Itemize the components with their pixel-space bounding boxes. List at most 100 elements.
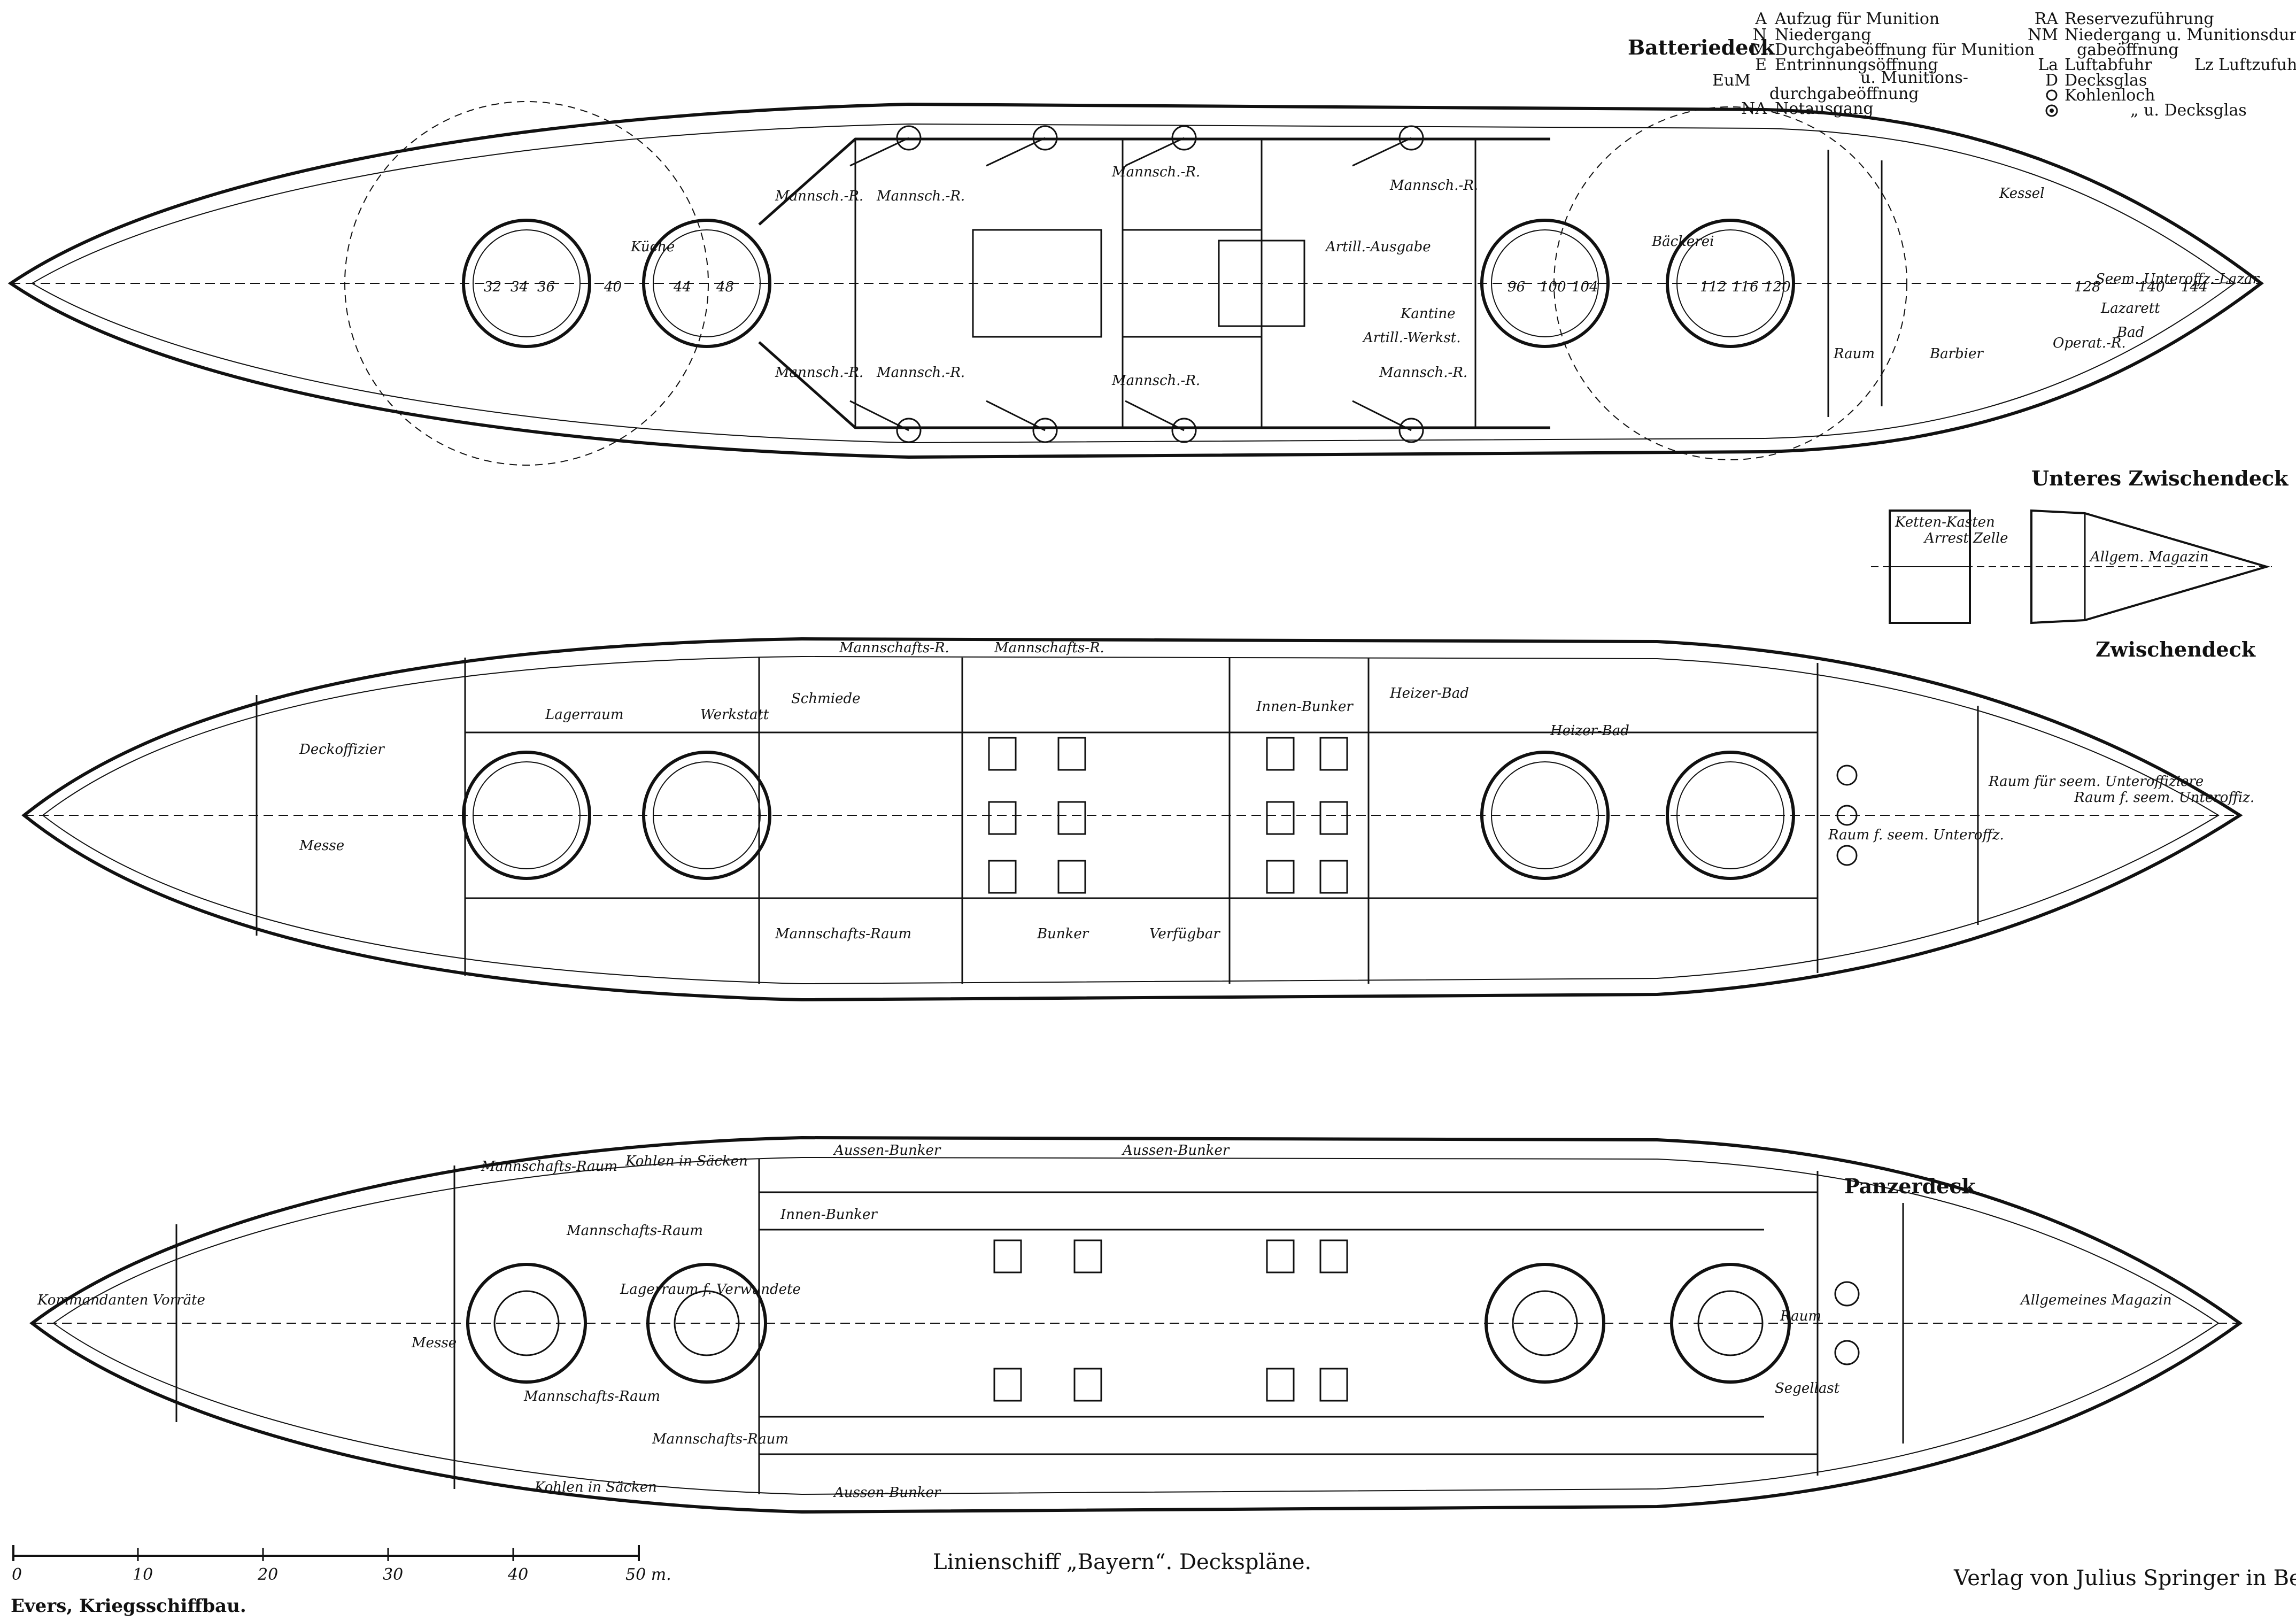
panzerdeck-barbette-c-inner [1512,1290,1578,1356]
legend-left-code-0: A [1754,10,1767,28]
room-label: Mannschafts-R. [839,640,949,656]
room-label: Ketten-Kasten [1895,514,1995,530]
turret-a-sweep [344,101,709,466]
center-casing-3 [1218,240,1305,327]
legend-left-code-1: N [1753,26,1767,44]
panzerdeck-labels: Mannschafts-Raum Kohlen in Säcken Aussen… [37,1143,2172,1501]
batteriedeck-labels: Mannsch.-R. Mannsch.-R. Mannsch.-R. Mann… [630,164,2262,389]
legend-left-text-0: Aufzug für Munition [1774,10,1939,28]
unteres-zwischendeck-plan [1871,509,2272,624]
scale-tick-label: 10 [133,1565,153,1584]
room-label: Mannschafts-Raum [775,926,911,942]
legend-right-code-3: La [2038,56,2058,74]
room-label: Mannsch.-R. [775,365,863,381]
legend-left-text-2: Durchgabeöffnung für Munition [1775,41,2035,59]
frame-number: 32 [484,279,501,295]
room-label: Aussen-Bunker [1122,1143,1230,1159]
room-label: Messe [411,1335,457,1351]
deck-title-batteriedeck: Batteriedeck [1628,35,1775,59]
frame-number: 40 [604,279,622,295]
room-label: Raum für seem. Unteroffiziere [1988,774,2204,790]
legend-right-text-5: Decksglas [2065,71,2147,90]
frame-number: 36 [537,279,555,295]
frame-number: 120 [1764,279,1791,295]
room-label: Kohlen in Säcken [625,1153,748,1169]
room-label: Allgem. Magazin [2089,549,2209,565]
turret-d-sweep [1553,106,1907,460]
frame-number: 128 [2074,279,2101,295]
frame-number: 104 [1572,279,1598,295]
room-label: Mannschafts-Raum [523,1388,660,1404]
room-label: Aussen-Bunker [833,1143,941,1159]
room-label: Raum [1780,1308,1821,1324]
turret-a-ring [473,229,581,337]
zwischendeck-turret-d [1666,751,1795,880]
unteres-zwischendeck-hull [2030,509,2271,624]
room-label: Heizer-Bad [1389,685,1469,701]
room-label: Innen-Bunker [1256,699,1354,715]
room-label: Verfügbar [1149,926,1220,942]
panzerdeck-bunkers [993,1239,1348,1402]
room-label: Kessel [1999,186,2045,202]
room-label: Bunker [1037,926,1089,942]
legend-left-code-4: EuM [1712,71,1751,90]
legend-left-text-3: Entrinnungsöffnung [1775,56,1938,74]
center-casing-1 [972,229,1102,338]
frame-number: 144 [2181,279,2208,295]
panzerdeck-barbette-b [646,1263,767,1384]
publisher-caption: Verlag von Julius Springer in Berlin. [1953,1566,2296,1591]
room-label: Mannsch.-R. [1389,177,1478,194]
room-label: Schmiede [791,691,861,707]
room-label: Küche [630,239,675,255]
legend-right-text-0: Reservezuführung [2065,10,2214,28]
panzerdeck-barbette-d [1670,1263,1791,1384]
coal-hole-icon [1836,765,1858,786]
legend-right-text-6: Kohlenloch [2065,86,2155,105]
room-label: Heizer-Bad [1550,723,1629,739]
room-label: Operat.-R. [2053,335,2126,351]
zwischendeck-turret-c [1480,751,1610,880]
zwischendeck-turret-b-ring [653,761,761,869]
frame-number: 44 [673,279,691,295]
legend-right: RA Reservezuführung NM Niedergang u. Mun… [2028,10,2296,120]
author-caption: Evers, Kriegsschiffbau. [11,1595,246,1617]
room-label: Mannschafts-Raum [566,1223,703,1239]
turret-d-barbette [1666,219,1795,348]
room-label: Deckoffizier [299,742,385,758]
zwischendeck-turret-b [642,751,771,880]
legend-left-code-3: E [1755,56,1767,74]
legend-left-text-5: durchgabeöffnung [1769,84,1919,103]
room-label: Kantine [1400,306,1456,322]
frame-number: 96 [1508,279,1525,295]
panzerdeck-hatch [1834,1340,1860,1365]
legend-right-code-4: Lz [2194,56,2214,74]
zwischendeck-labels: Mannschafts-R. Mannschafts-R. Schmiede L… [299,640,2254,942]
coal-hole-deckglass-icon [2045,104,2058,117]
room-label: Barbier [1929,346,1984,362]
legend-right-code-0: RA [2035,10,2059,28]
deck-title-unteres-zwischendeck: Unteres Zwischendeck [2031,466,2289,490]
zwischendeck-turret-a [462,751,591,880]
frame-number: 34 [511,279,528,295]
room-label: Messe [299,838,344,854]
legend-right-code-1: NM [2028,26,2058,44]
room-label: Mannschafts-Raum [652,1431,788,1447]
figure-title: Linienschiff „Bayern“. Deckspläne. [933,1550,1311,1574]
zwischendeck-turret-d-ring [1676,761,1784,869]
room-label: Bad [2116,325,2144,341]
panzerdeck-barbette-d-inner [1697,1290,1764,1356]
legend-right-text-3: Luftabfuhr [2065,56,2152,74]
panzerdeck-plan [29,1136,2243,1514]
frame-number: 140 [2138,279,2165,295]
room-label: Mannsch.-R. [1111,373,1200,389]
panzerdeck-inner-outline [52,1156,2220,1495]
frame-number: 116 [1732,279,1759,295]
room-label: Artill.-Ausgabe [1325,239,1431,255]
scale-tick-label: 20 [257,1565,278,1584]
zwischendeck-turret-c-ring [1491,761,1599,869]
panzerdeck-barbette-c [1485,1263,1605,1384]
room-label: Segellast [1775,1380,1840,1396]
coal-hole-icon [1836,805,1858,826]
room-label: Arrest Zelle [1923,530,2008,546]
turret-b-ring [653,229,761,337]
